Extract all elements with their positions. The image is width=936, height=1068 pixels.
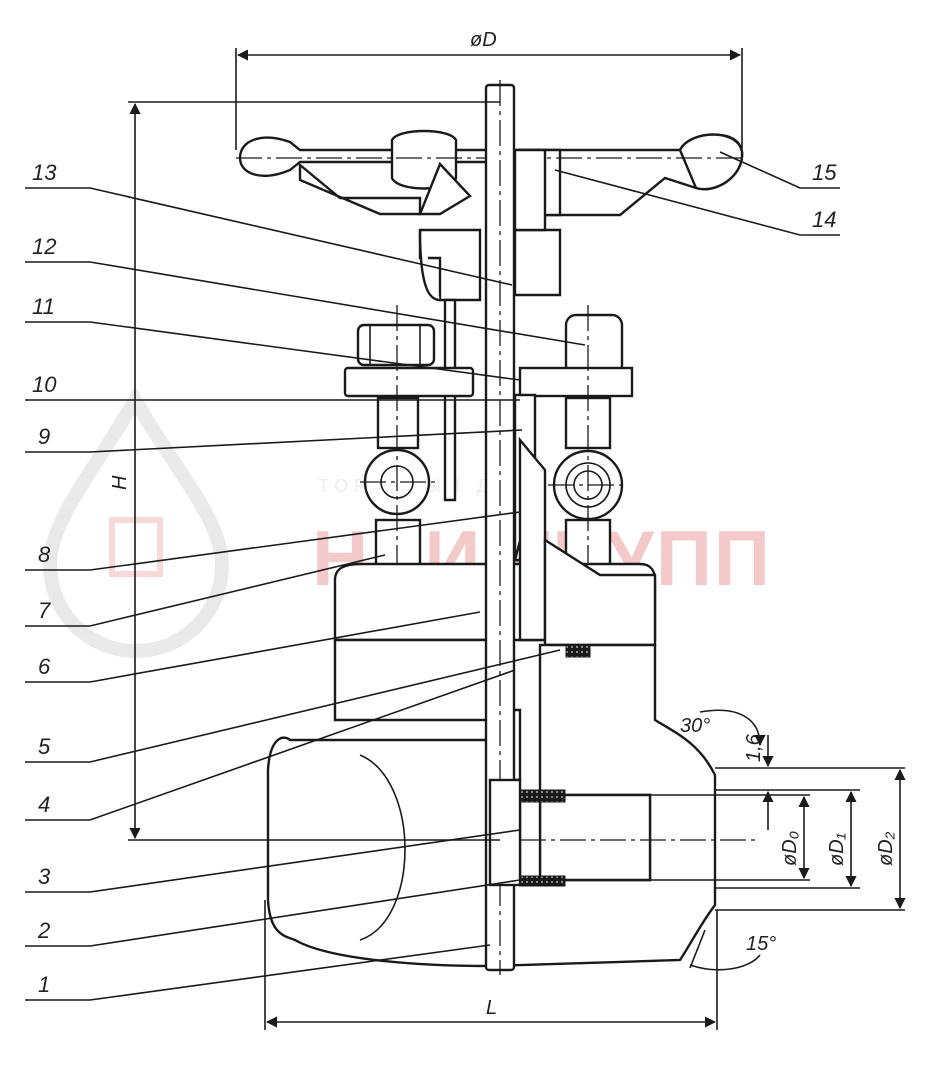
dim-label-d0: øD₀	[779, 831, 801, 866]
leader-6	[25, 611, 481, 683]
leader-8	[25, 511, 521, 571]
leader-15	[719, 151, 840, 189]
watermark-logo-icon	[42, 385, 230, 658]
dim-label-od: øD	[470, 29, 497, 51]
callout-1: 1	[38, 972, 50, 997]
callout-12: 12	[32, 234, 56, 259]
yoke	[418, 148, 562, 502]
leader-5	[25, 649, 561, 763]
dim-label-d1: øD₁	[826, 833, 848, 866]
dim-height: H	[109, 101, 500, 841]
dim-label-h: H	[109, 475, 131, 490]
dim-angles: 30° 15°	[680, 709, 776, 971]
leader-1	[25, 944, 491, 1001]
handwheel	[236, 129, 744, 217]
dim-bores: øD₀ øD₁ øD₂ 1,6	[650, 733, 906, 911]
leader-11	[25, 321, 521, 381]
valve-body	[266, 643, 717, 968]
leader-lines	[25, 151, 840, 1001]
callout-14: 14	[812, 207, 836, 232]
callout-3: 3	[38, 864, 51, 889]
bonnet	[333, 436, 657, 722]
callout-11: 11	[32, 294, 55, 319]
callout-6: 6	[38, 654, 51, 679]
dim-label-l: L	[486, 997, 497, 1019]
leader-13	[25, 187, 513, 286]
left-bolt	[343, 305, 475, 580]
leader-12	[25, 261, 586, 346]
callout-9: 9	[38, 424, 50, 449]
leader-9	[25, 429, 523, 453]
leader-4	[25, 669, 516, 821]
dim-label-15: 15°	[746, 933, 776, 955]
leader-14	[554, 169, 840, 236]
dim-label-30: 30°	[680, 715, 710, 737]
leader-7	[25, 554, 386, 627]
callout-5: 5	[38, 734, 51, 759]
right-bolt	[518, 305, 634, 580]
callout-8: 8	[38, 542, 51, 567]
dim-handwheel-diameter: øD	[235, 29, 743, 150]
dim-label-chamfer: 1,6	[743, 733, 765, 762]
dim-label-d2: øD₂	[875, 831, 897, 866]
leader-3	[25, 829, 521, 893]
callout-labels: 1 2 3 4 5 6 7 8 9 10 11 12 13 14 15	[32, 160, 837, 997]
callout-4: 4	[38, 792, 50, 817]
callout-2: 2	[37, 918, 50, 943]
callout-13: 13	[32, 160, 57, 185]
callout-15: 15	[812, 160, 837, 185]
callout-7: 7	[38, 598, 51, 623]
callout-10: 10	[32, 372, 57, 397]
leader-2	[25, 879, 521, 947]
